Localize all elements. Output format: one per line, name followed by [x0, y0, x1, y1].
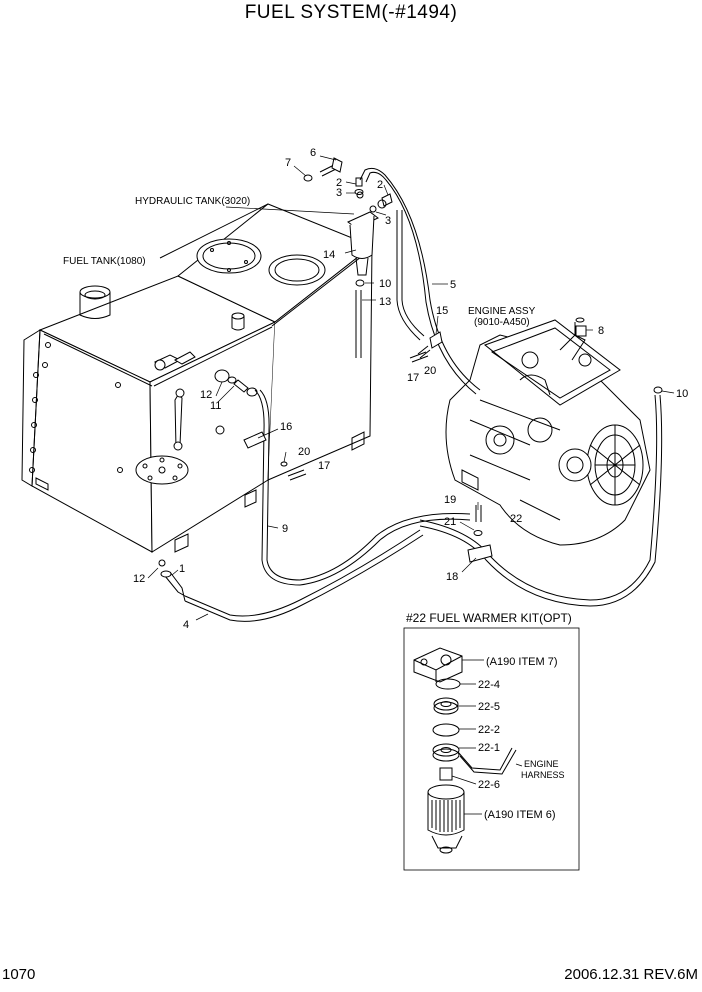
callout-5: 5 [450, 279, 456, 291]
engine-assembly [445, 317, 651, 546]
callout-7: 7 [285, 157, 291, 169]
callout-14: 14 [323, 249, 335, 261]
callout-22-6: 22-6 [478, 779, 500, 791]
page-number: 1070 [2, 966, 36, 983]
revision-date: 2006.12.31 REV.6M [564, 966, 698, 983]
callout-16: 16 [280, 421, 292, 433]
label-hydraulic-tank: HYDRAULIC TANK(3020) [135, 196, 250, 207]
callout-1: 1 [179, 563, 185, 575]
callout-6: 6 [310, 147, 316, 159]
callout-9: 9 [282, 523, 288, 535]
label-engine-assy-1: ENGINE ASSY [468, 306, 536, 317]
label-engine-harness-1: ENGINE [524, 759, 559, 769]
callout-numbers: 6 7 2 3 2 3 14 10 13 5 15 8 17 20 10 12 … [63, 147, 688, 631]
hydraulic-tank [159, 203, 373, 481]
fuel-filter [347, 191, 387, 276]
callout-22-5: 22-5 [478, 701, 500, 713]
kit-title: #22 FUEL WARMER KIT(OPT) [406, 611, 572, 625]
callout-22: 22 [510, 513, 522, 525]
callout-12b: 12 [133, 573, 145, 585]
callout-15: 15 [436, 305, 448, 317]
callout-18: 18 [446, 571, 458, 583]
callout-12a: 12 [200, 389, 212, 401]
callout-2a: 2 [336, 177, 342, 189]
label-fuel-tank: FUEL TANK(1080) [63, 256, 146, 267]
callout-22-4: 22-4 [478, 679, 500, 691]
fuel-lines [158, 167, 663, 622]
callout-10a: 10 [379, 278, 391, 290]
callout-2b: 2 [377, 179, 383, 191]
leader-lines [147, 155, 675, 621]
callout-10b: 10 [676, 388, 688, 400]
callout-3b: 3 [385, 215, 391, 227]
callout-8: 8 [598, 325, 604, 337]
callout-19: 19 [444, 494, 456, 506]
callout-17a: 17 [407, 372, 419, 384]
hardware [214, 157, 663, 563]
callout-20b: 20 [298, 446, 310, 458]
page-title: FUEL SYSTEM(-#1494) [244, 2, 458, 23]
callout-21: 21 [444, 516, 456, 528]
callout-20a: 20 [424, 365, 436, 377]
label-a190-item7: (A190 ITEM 7) [486, 656, 558, 668]
callout-22-2: 22-2 [478, 724, 500, 736]
label-a190-item6: (A190 ITEM 6) [484, 809, 556, 821]
fuel-tank [21, 275, 277, 553]
callout-17b: 17 [318, 460, 330, 472]
callout-11: 11 [210, 400, 221, 412]
callout-22-1: 22-1 [478, 742, 500, 754]
callout-13: 13 [379, 296, 391, 308]
label-engine-harness-2: HARNESS [521, 770, 565, 780]
callout-3a: 3 [336, 187, 342, 199]
fuel-warmer-kit: #22 FUEL WARMER KIT(OPT) (A190 ITEM 7) 2… [403, 611, 580, 871]
label-engine-assy-2: (9010-A450) [474, 317, 530, 328]
callout-4: 4 [183, 619, 189, 631]
